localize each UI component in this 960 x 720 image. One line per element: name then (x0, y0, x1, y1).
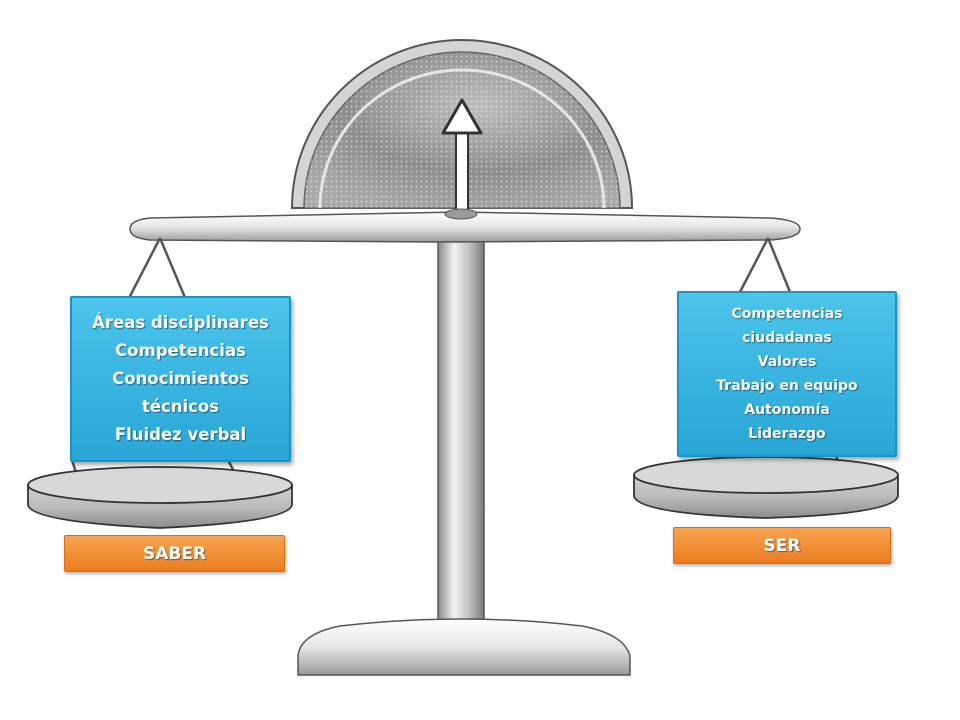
saber-item: Fluidez verbal (114, 425, 247, 444)
saber-item: Competencias (115, 341, 246, 360)
ser-items-box: Competencias ciudadanas Valores Trabajo … (677, 291, 897, 457)
scale-post (437, 229, 485, 645)
left-pan (27, 466, 293, 529)
saber-item: técnicos (141, 397, 220, 416)
scale-beam (129, 208, 801, 243)
scale-base (297, 618, 631, 676)
pointer-arrow-icon (441, 98, 483, 213)
right-pan (633, 456, 899, 519)
saber-item: Conocimientos (112, 369, 249, 388)
saber-items-box: Áreas disciplinares Competencias Conocim… (70, 296, 291, 462)
saber-label: SABER (64, 535, 285, 572)
ser-item: Trabajo en equipo (716, 378, 858, 394)
ser-item: Valores (757, 354, 817, 370)
ser-item: Liderazgo (748, 426, 826, 442)
ser-item: ciudadanas (742, 330, 832, 346)
saber-item: Áreas disciplinares (92, 313, 269, 332)
ser-item: Competencias (731, 306, 843, 322)
ser-item: Autonomía (744, 402, 830, 418)
ser-label: SER (673, 527, 891, 564)
